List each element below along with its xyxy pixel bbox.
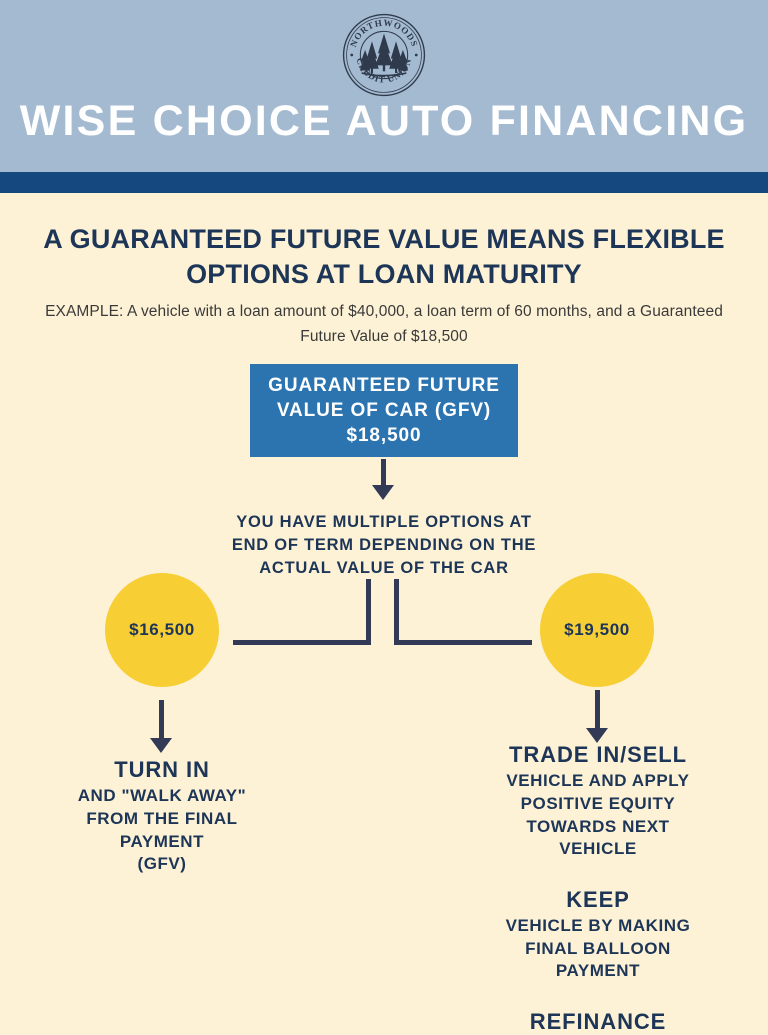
outcome-item: TRADE IN/SELL VEHICLE AND APPLY POSITIVE… <box>462 742 734 861</box>
options-note-line-2: END OF TERM DEPENDING ON THE <box>231 535 537 554</box>
outcome-body-line: TOWARDS NEXT <box>526 816 670 836</box>
value-circle-left-amount: $16,500 <box>129 620 195 639</box>
outcome-title: TRADE IN/SELL <box>509 742 687 767</box>
arrow-gfv-to-options-icon <box>372 485 394 500</box>
northwoods-credit-union-logo: NORTHWOODS CREDIT UNION <box>341 12 427 98</box>
outcome-body-line: AND "WALK AWAY" <box>77 786 247 806</box>
value-circle-left: $16,500 <box>105 573 219 687</box>
outcome-item: TURN IN AND "WALK AWAY" FROM THE FINAL P… <box>42 757 282 876</box>
outcome-item: REFINANCE <box>462 1009 734 1035</box>
header-accent-bar <box>0 172 768 193</box>
outcome-body-line: (GFV) <box>137 854 187 874</box>
section-heading-line-2: OPTIONS AT LOAN MATURITY <box>186 258 582 289</box>
options-note-line-1: YOU HAVE MULTIPLE OPTIONS AT <box>236 513 532 531</box>
outcome-body-line: PAYMENT <box>119 831 205 851</box>
options-note-line-3: ACTUAL VALUE OF THE CAR <box>259 558 509 577</box>
gfv-box-line-2: VALUE OF CAR (GFV) <box>276 399 492 421</box>
example-description: EXAMPLE: A vehicle with a loan amount of… <box>24 299 744 349</box>
outcome-item: KEEP VEHICLE BY MAKING FINAL BALLOON PAY… <box>462 887 734 983</box>
connector-left-branch-vertical <box>366 579 371 645</box>
connector-right-branch-horizontal <box>394 640 532 645</box>
header-band: NORTHWOODS CREDIT UNION WISE CHOICE AUTO… <box>0 0 768 172</box>
section-heading-line-1: A GUARANTEED FUTURE VALUE MEANS FLEXIBLE <box>43 224 725 254</box>
gfv-box: GUARANTEED FUTURE VALUE OF CAR (GFV) $18… <box>250 364 518 457</box>
outcome-column-right: TRADE IN/SELL VEHICLE AND APPLY POSITIVE… <box>462 742 734 1035</box>
outcome-title: REFINANCE <box>529 1009 667 1035</box>
arrow-right-outcome-icon <box>586 728 608 743</box>
section-heading: A GUARANTEED FUTURE VALUE MEANS FLEXIBLE… <box>40 222 728 291</box>
connector-right-circle-to-outcome <box>595 690 600 730</box>
value-circle-right: $19,500 <box>540 573 654 687</box>
example-line-1: EXAMPLE: A vehicle with a loan amount of… <box>45 303 723 320</box>
options-note: YOU HAVE MULTIPLE OPTIONS AT END OF TERM… <box>184 511 584 579</box>
outcome-title: KEEP <box>566 886 630 912</box>
value-circle-right-amount: $19,500 <box>564 620 630 639</box>
outcome-body-line: VEHICLE BY MAKING <box>505 916 691 936</box>
arrow-left-outcome-icon <box>150 738 172 753</box>
connector-left-circle-to-outcome <box>159 700 164 740</box>
page-title: WISE CHOICE AUTO FINANCING <box>19 97 749 145</box>
outcome-body-line: VEHICLE AND APPLY <box>506 771 690 791</box>
outcome-body-line: FROM THE FINAL <box>86 809 238 828</box>
outcome-body: VEHICLE AND APPLY POSITIVE EQUITY TOWARD… <box>462 770 734 860</box>
outcome-body-line: POSITIVE EQUITY <box>520 794 676 813</box>
connector-right-branch-vertical <box>394 579 399 645</box>
example-line-2: Future Value of $18,500 <box>300 328 468 346</box>
connector-left-branch-horizontal <box>233 640 371 645</box>
outcome-title: TURN IN <box>114 757 210 782</box>
outcome-column-left: TURN IN AND "WALK AWAY" FROM THE FINAL P… <box>42 757 282 876</box>
gfv-box-amount: $18,500 <box>346 425 422 447</box>
outcome-body: AND "WALK AWAY" FROM THE FINAL PAYMENT (… <box>42 785 282 875</box>
gfv-box-line-1: GUARANTEED FUTURE <box>268 374 500 396</box>
outcome-body-line: FINAL BALLOON <box>525 938 671 958</box>
outcome-body: VEHICLE BY MAKING FINAL BALLOON PAYMENT <box>462 915 734 983</box>
connector-gfv-to-options-stem <box>381 459 386 487</box>
outcome-body-line: PAYMENT <box>555 961 641 981</box>
outcome-body-line: VEHICLE <box>559 839 637 859</box>
